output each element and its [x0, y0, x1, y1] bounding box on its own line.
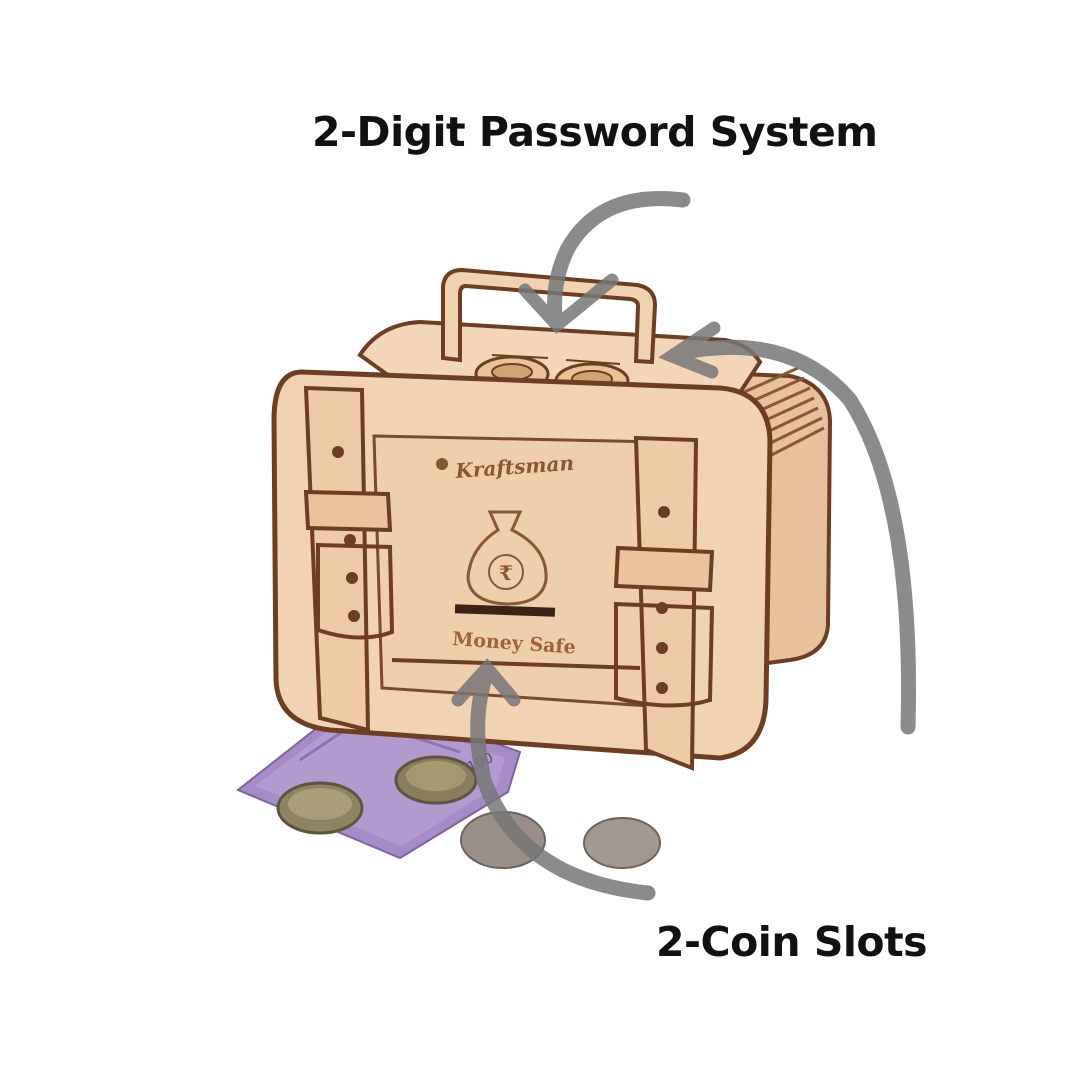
currency-symbol: ₹ [499, 561, 513, 585]
coin [583, 817, 661, 869]
coins [276, 755, 661, 869]
money-bag-engraving [466, 510, 548, 606]
arrow-to-side [672, 339, 916, 735]
coin-slot [454, 604, 556, 617]
coin-slots-caption: 2-Coin Slots [656, 918, 928, 966]
password-caption: 2-Digit Password System [312, 108, 878, 156]
box-front: ₹ Kraftsman Money Safe [271, 369, 773, 771]
arrow-to-coin-slot [470, 664, 656, 901]
arrow-to-dials [547, 191, 691, 326]
arrows [451, 191, 916, 901]
